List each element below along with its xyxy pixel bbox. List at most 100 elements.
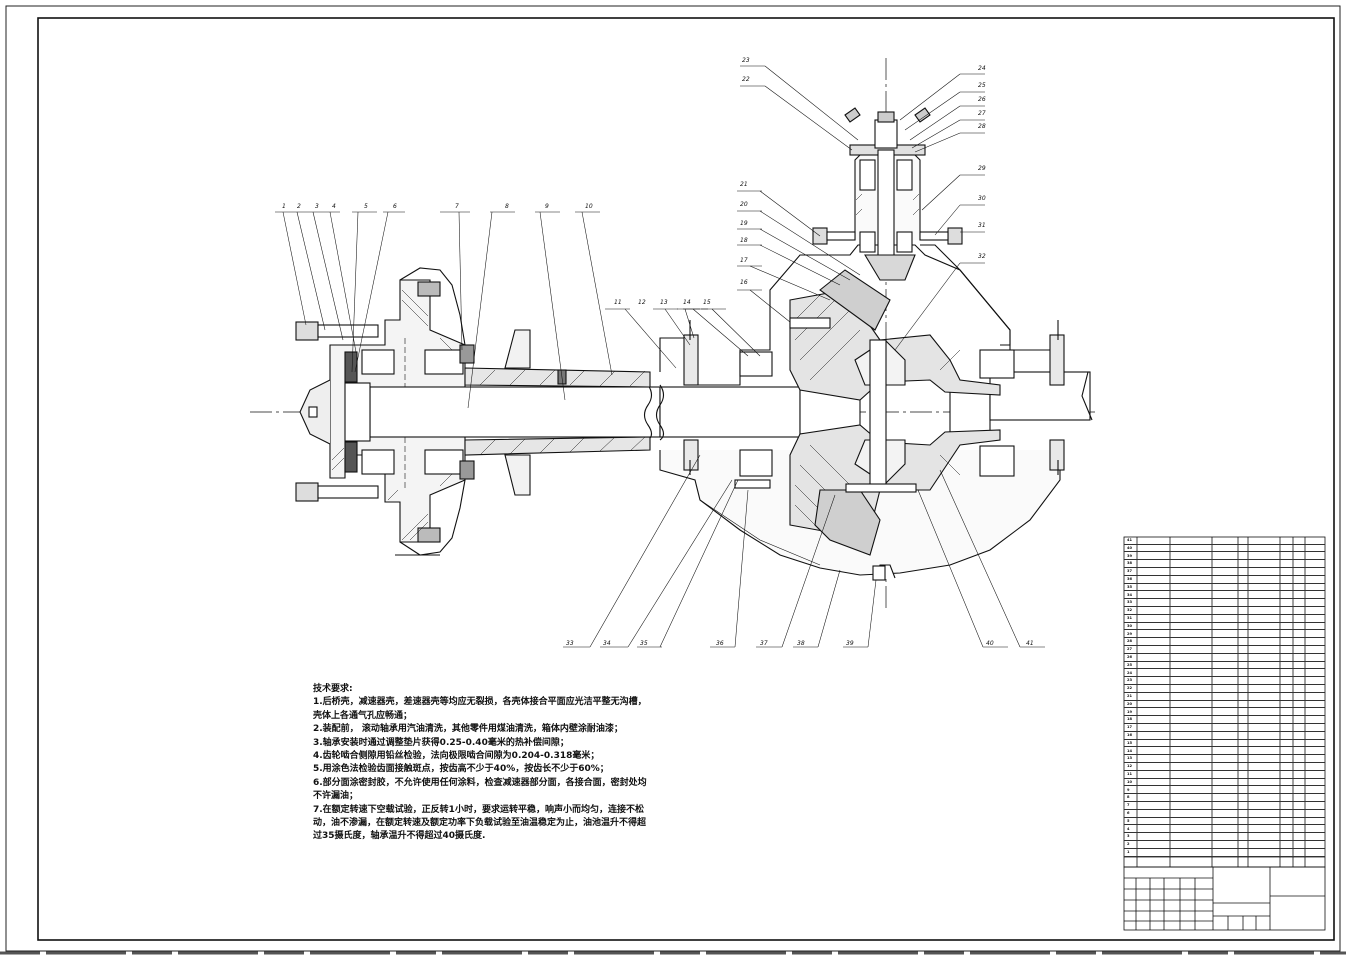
bom-row: 1 bbox=[1124, 849, 1325, 857]
bom-row: 28 bbox=[1124, 638, 1325, 646]
notes-line: 5.用涂色法检验齿面接触斑点，按齿高不少于40%，按齿长不少于60%； bbox=[313, 764, 609, 775]
notes-line: 动，油不渗漏，在额定转速及额定功率下负载试验至油温稳定为止，油池温升不得超 bbox=[313, 818, 647, 829]
bom-row: 25 bbox=[1124, 662, 1325, 670]
bom-row: 37 bbox=[1124, 568, 1325, 576]
bom-row: 4 bbox=[1124, 826, 1325, 834]
callout-6: 6 bbox=[393, 203, 397, 210]
title-block bbox=[1123, 866, 1326, 931]
bom-cell: 34 bbox=[1127, 592, 1133, 597]
bom-cell: 29 bbox=[1127, 631, 1133, 636]
callout-8: 8 bbox=[505, 203, 509, 210]
leader-lines bbox=[275, 65, 1045, 648]
notes-line: 壳体上各通气孔应畅通； bbox=[313, 710, 413, 721]
bom-row: 41 bbox=[1124, 537, 1325, 545]
callout-29: 29 bbox=[978, 165, 986, 172]
bom-cell: 28 bbox=[1127, 639, 1133, 644]
callout-9: 9 bbox=[545, 203, 549, 210]
callout-4: 4 bbox=[332, 203, 336, 210]
technical-requirements: 技术要求: 1.后桥壳，减速器壳，差速器壳等均应无裂损，各壳体接合平面应光洁平整… bbox=[313, 683, 708, 844]
bom-cell: 15 bbox=[1127, 740, 1133, 745]
bom-cell: 20 bbox=[1127, 701, 1133, 706]
bom-row: 35 bbox=[1124, 584, 1325, 592]
bom-row: 34 bbox=[1124, 592, 1325, 600]
bom-cell: 24 bbox=[1127, 670, 1133, 675]
bom-cell: 35 bbox=[1127, 584, 1133, 589]
bom-cell: 8 bbox=[1127, 795, 1130, 800]
parts-list-frame bbox=[1123, 536, 1326, 868]
callout-24: 24 bbox=[978, 65, 986, 72]
callout-18: 18 bbox=[740, 237, 748, 244]
bom-row: 23 bbox=[1124, 677, 1325, 685]
callout-38: 38 bbox=[797, 640, 805, 647]
callout-41: 41 bbox=[1026, 640, 1034, 647]
notes-line: 7.在额定转速下空载试验，正反转1小时，要求运转平稳，响声小而均匀，连接不松 bbox=[313, 804, 644, 815]
bom-row: 8 bbox=[1124, 794, 1325, 802]
bom-row: 27 bbox=[1124, 646, 1325, 654]
callout-36: 36 bbox=[716, 640, 724, 647]
callout-22: 22 bbox=[742, 76, 750, 83]
callout-26: 26 bbox=[978, 96, 986, 103]
bom-row: 12 bbox=[1124, 763, 1325, 771]
bom-cell: 9 bbox=[1127, 787, 1130, 792]
bom-row: 33 bbox=[1124, 599, 1325, 607]
bom-cell: 25 bbox=[1127, 662, 1133, 667]
callout-34: 34 bbox=[603, 640, 611, 647]
callout-13: 13 bbox=[660, 299, 668, 306]
callout-20: 20 bbox=[740, 201, 748, 208]
bom-row: 20 bbox=[1124, 701, 1325, 709]
bom-row: 13 bbox=[1124, 755, 1325, 763]
bom-cell: 4 bbox=[1127, 826, 1130, 831]
callout-28: 28 bbox=[978, 123, 986, 130]
callout-21: 21 bbox=[740, 181, 748, 188]
bom-row: 14 bbox=[1124, 748, 1325, 756]
bom-row: 19 bbox=[1124, 709, 1325, 717]
notes-line: 3.轴承安装时通过调整垫片获得0.25-0.40毫米的热补偿间隙； bbox=[313, 737, 569, 748]
bom-row: 36 bbox=[1124, 576, 1325, 584]
callout-33: 33 bbox=[566, 640, 574, 647]
notes-line: 1.后桥壳，减速器壳，差速器壳等均应无裂损，各壳体接合平面应光洁平整无沟槽， bbox=[313, 697, 647, 708]
bom-cell: 32 bbox=[1127, 608, 1133, 613]
bom-cell: 41 bbox=[1127, 538, 1133, 542]
bom-row: 32 bbox=[1124, 607, 1325, 615]
bom-cell: 23 bbox=[1127, 678, 1133, 683]
bom-cell: 40 bbox=[1127, 545, 1133, 550]
callout-35: 35 bbox=[640, 640, 648, 647]
outer-frame bbox=[5, 5, 1341, 952]
bom-cell: 19 bbox=[1127, 709, 1133, 714]
callout-5: 5 bbox=[364, 203, 368, 210]
bom-row: 16 bbox=[1124, 732, 1325, 740]
callout-37: 37 bbox=[760, 640, 768, 647]
axle-tube bbox=[464, 329, 651, 496]
bom-cell: 26 bbox=[1127, 655, 1133, 659]
bom-row: 26 bbox=[1124, 654, 1325, 662]
assembly-drawing bbox=[250, 58, 1095, 648]
callout-32: 32 bbox=[978, 253, 986, 260]
callout-3: 3 bbox=[315, 203, 319, 210]
bom-row: 39 bbox=[1124, 553, 1325, 561]
callout-16: 16 bbox=[740, 279, 748, 286]
bom-cell: 37 bbox=[1127, 569, 1133, 574]
bom-cell: 10 bbox=[1127, 779, 1133, 784]
callout-39: 39 bbox=[846, 640, 854, 647]
half-shaft bbox=[344, 371, 1093, 442]
bom-cell: 3 bbox=[1127, 834, 1130, 839]
bom-cell: 38 bbox=[1127, 561, 1133, 566]
bom-row: 40 bbox=[1124, 545, 1325, 553]
bom-row: 21 bbox=[1124, 693, 1325, 701]
callout-30: 30 bbox=[978, 195, 986, 202]
bom-cell: 13 bbox=[1127, 756, 1133, 761]
bom-cell: 17 bbox=[1127, 725, 1133, 730]
callout-17: 17 bbox=[740, 257, 748, 264]
bom-cell: 36 bbox=[1127, 577, 1133, 581]
bom-cell: 12 bbox=[1127, 764, 1133, 769]
bom-cell: 7 bbox=[1127, 803, 1130, 808]
callout-23: 23 bbox=[742, 57, 750, 64]
bom-row: 18 bbox=[1124, 716, 1325, 724]
bom-row: 3 bbox=[1124, 833, 1325, 841]
bom-row: 31 bbox=[1124, 615, 1325, 623]
bom-cell: 18 bbox=[1127, 717, 1133, 722]
bom-cell: 16 bbox=[1127, 733, 1133, 737]
callout-31: 31 bbox=[978, 222, 986, 229]
callout-1: 1 bbox=[282, 203, 286, 210]
